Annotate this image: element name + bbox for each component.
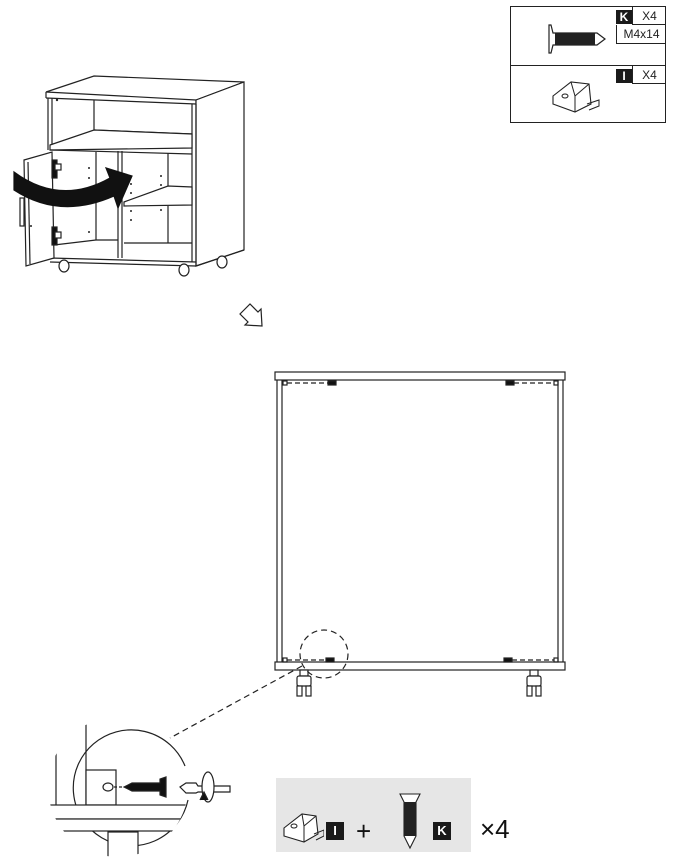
cabinet-overview-illustration — [19, 75, 245, 277]
parts-row-i: I X4 — [511, 66, 666, 123]
plus-sign: + — [356, 816, 372, 846]
part-size: M4x14 — [616, 25, 666, 44]
parts-table: K X4 M4x14 I X4 — [510, 6, 666, 123]
connector-block-icon — [283, 813, 324, 843]
part-letter-badge: K — [616, 10, 632, 24]
callout-leader-line — [169, 665, 303, 739]
arrow-down-right-icon — [239, 303, 263, 327]
cabinet-front-view — [169, 371, 566, 739]
part-letter-badge-i: I — [326, 822, 344, 840]
part-quantity: X4 — [632, 7, 666, 25]
part-letter-badge-k: K — [433, 822, 451, 840]
detail-magnified-view — [48, 720, 231, 857]
quantity-multiplier: ×4 — [480, 814, 510, 844]
hardware-formula-box: I + K — [276, 778, 471, 852]
parts-row-k: K X4 M4x14 — [511, 7, 666, 66]
screw-icon — [399, 793, 421, 850]
part-quantity: X4 — [632, 66, 666, 84]
screw-icon — [122, 776, 167, 798]
caster-right — [526, 669, 542, 697]
swing-arrow-icon — [13, 167, 133, 210]
detail-callout-circle — [299, 629, 349, 679]
screw-icon — [548, 24, 606, 54]
caster-left — [296, 669, 312, 697]
part-letter-badge: I — [616, 69, 632, 83]
connector-block-icon — [552, 81, 600, 113]
